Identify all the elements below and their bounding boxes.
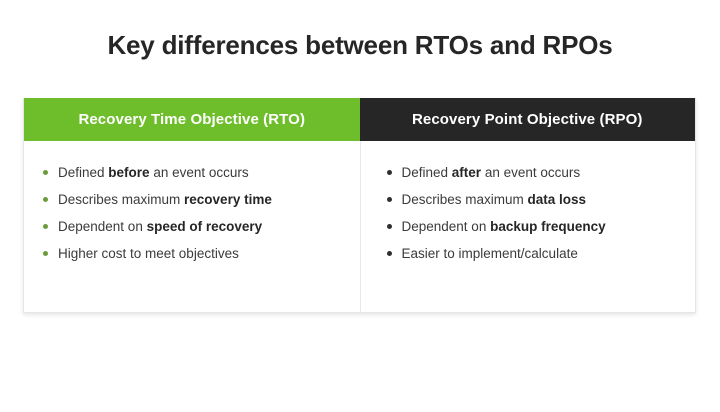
list-item-text: Describes maximum data loss [401,192,587,207]
list-item: Defined before an event occurs [43,165,342,180]
list-item: Higher cost to meet objectives [43,246,342,261]
bullet-dot-icon [43,224,48,229]
list-item: Describes maximum recovery time [43,192,342,207]
page-title: Key differences between RTOs and RPOs [107,30,613,60]
bullet-list-rpo: Defined after an event occurs Describes … [386,165,678,261]
comparison-body-row: Defined before an event occurs Describes… [24,141,695,312]
list-item-text: Higher cost to meet objectives [58,246,239,261]
bullet-dot-icon [386,251,392,256]
column-header-rto: Recovery Time Objective (RTO) [24,98,360,141]
column-body-rpo: Defined after an event occurs Describes … [359,141,696,312]
list-item-text: Dependent on speed of recovery [58,219,263,234]
list-item: Dependent on speed of recovery [43,219,342,234]
bullet-dot-icon [43,251,48,256]
column-body-rto: Defined before an event occurs Describes… [24,141,360,312]
column-header-rpo: Recovery Point Objective (RPO) [359,98,695,141]
bullet-dot-icon [43,197,48,202]
list-item-text: Defined after an event occurs [401,165,581,180]
list-item: Dependent on backup frequency [386,219,678,234]
bullet-list-rto: Defined before an event occurs Describes… [43,165,342,261]
list-item: Easier to implement/calculate [386,246,678,261]
bullet-dot-icon [43,170,48,175]
list-item-text: Defined before an event occurs [58,165,249,180]
comparison-header-row: Recovery Time Objective (RTO) Recovery P… [24,98,695,141]
list-item: Describes maximum data loss [386,192,678,207]
list-item-text: Easier to implement/calculate [401,246,578,261]
comparison-table-card: Recovery Time Objective (RTO) Recovery P… [23,98,696,313]
bullet-dot-icon [386,224,392,229]
list-item: Defined after an event occurs [386,165,678,180]
list-item-text: Dependent on backup frequency [401,219,606,234]
bullet-dot-icon [386,170,392,175]
bullet-dot-icon [386,197,392,202]
list-item-text: Describes maximum recovery time [58,192,272,207]
